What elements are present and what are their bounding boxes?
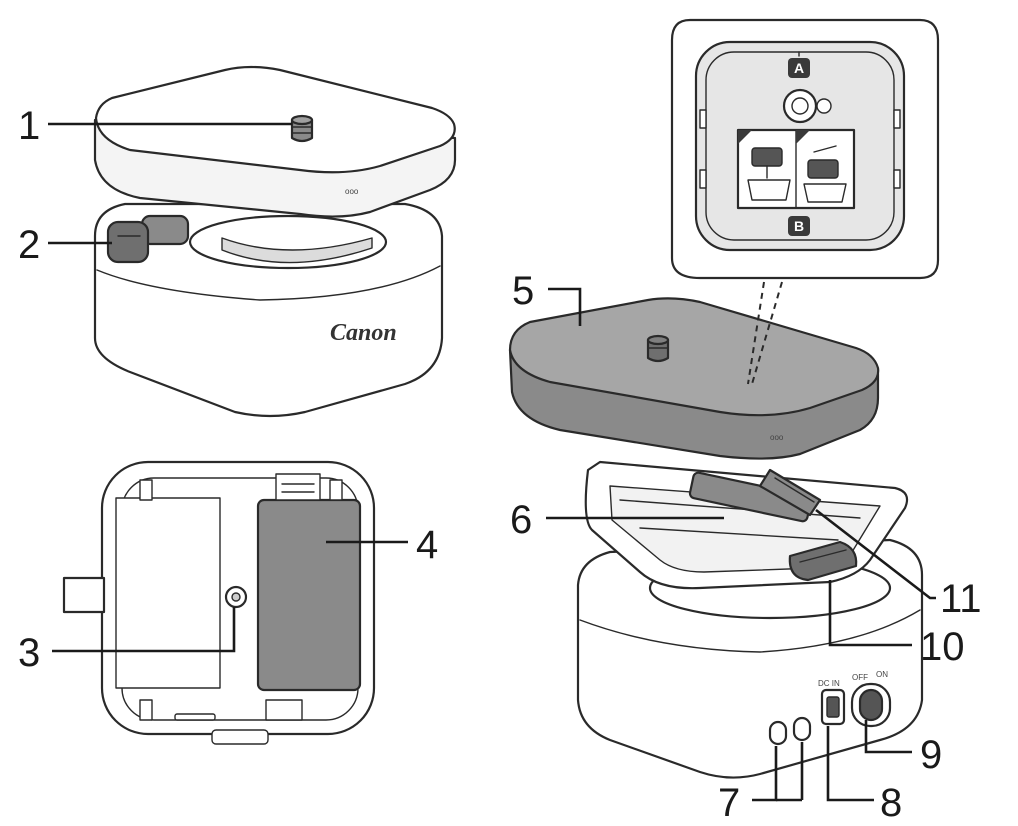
battery-cover xyxy=(258,500,360,690)
grey-plate-screw xyxy=(648,336,668,361)
bottom-tab xyxy=(212,730,268,744)
svg-text:DC IN: DC IN xyxy=(818,679,840,688)
callout-9: 9 xyxy=(920,733,942,777)
bottom-screw-hole-inner xyxy=(232,593,240,601)
callout-3: 3 xyxy=(18,631,40,675)
left-recess xyxy=(116,498,220,688)
brand-logo: Canon xyxy=(330,320,397,346)
svg-text:OFF: OFF xyxy=(852,673,868,682)
side-knob-stub xyxy=(64,578,104,612)
callout-2: 2 xyxy=(18,223,40,267)
callout-4: 4 xyxy=(416,523,438,567)
assembled-unit-view: ooo Canon xyxy=(95,67,455,416)
svg-text:A: A xyxy=(794,60,804,76)
port-left-2 xyxy=(794,718,810,740)
callout-6: 6 xyxy=(510,498,532,542)
grey-plate-dots: ooo xyxy=(770,433,784,442)
callout-10: 10 xyxy=(920,625,965,669)
svg-text:ON: ON xyxy=(876,670,888,679)
port-left-1 xyxy=(770,722,786,744)
bottom-notch xyxy=(266,700,302,720)
bottom-view xyxy=(64,462,374,744)
svg-text:B: B xyxy=(794,218,804,234)
callout-7: 7 xyxy=(718,781,740,825)
exploded-view: DC IN OFF ON ooo xyxy=(510,282,922,778)
callout-8: 8 xyxy=(880,781,902,825)
indicator-dots: ooo xyxy=(345,187,359,196)
battery-cover-tab xyxy=(276,474,320,500)
callout-11: 11 xyxy=(940,577,982,621)
power-switch-slider xyxy=(860,690,882,720)
callout-1: 1 xyxy=(18,104,40,148)
bottom-slot xyxy=(175,714,215,720)
callout-5: 5 xyxy=(512,269,534,313)
plate-detail-inset: A B xyxy=(672,20,938,278)
tripod-screw xyxy=(292,116,312,141)
